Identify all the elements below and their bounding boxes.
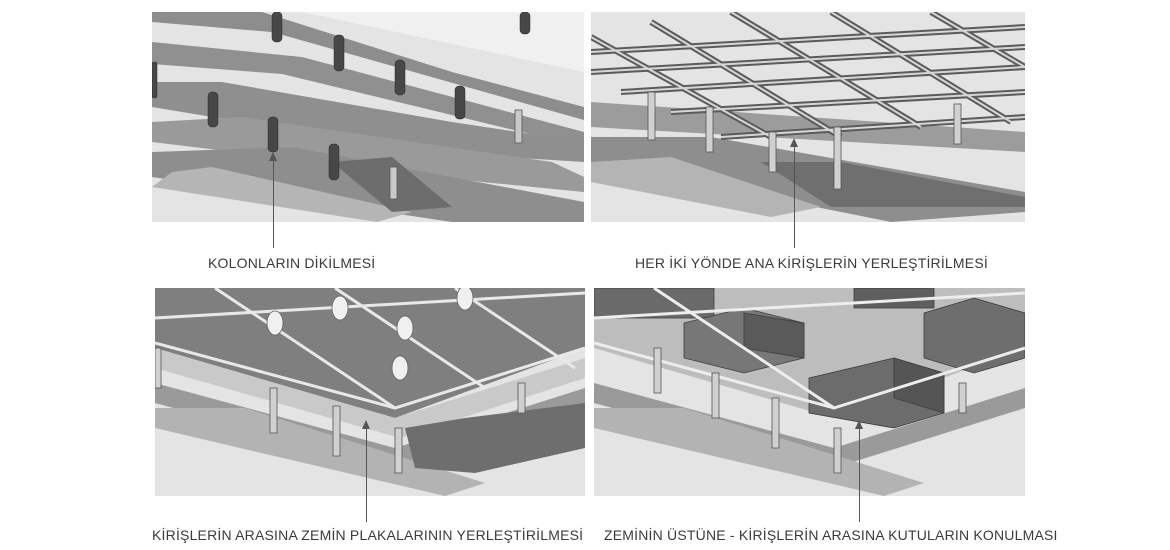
columns-drawing bbox=[152, 12, 584, 222]
arrow-up-icon bbox=[790, 138, 798, 248]
step-3-caption: KİRİŞLERİN ARASINA ZEMİN PLAKALARININ YE… bbox=[152, 527, 584, 543]
step-4-caption: ZEMİNİN ÜSTÜNE - KİRİŞLERİN ARASINA KUTU… bbox=[604, 527, 1058, 543]
step-1-columns-illustration bbox=[152, 12, 584, 222]
floor-plates-drawing bbox=[155, 288, 585, 496]
step-1-caption: KOLONLARIN DİKİLMESİ bbox=[208, 255, 376, 271]
arrow-up-icon bbox=[269, 152, 277, 248]
boxes-drawing bbox=[594, 288, 1025, 496]
step-2-caption: HER İKİ YÖNDE ANA KİRİŞLERİN YERLEŞTİRİL… bbox=[635, 255, 988, 271]
step-4-boxes-illustration bbox=[594, 288, 1025, 496]
step-3-floor-plates-illustration bbox=[155, 288, 585, 496]
arrow-up-icon bbox=[855, 420, 863, 522]
main-beams-drawing bbox=[591, 12, 1025, 222]
arrow-up-icon bbox=[362, 420, 370, 522]
step-2-main-beams-illustration bbox=[591, 12, 1025, 222]
